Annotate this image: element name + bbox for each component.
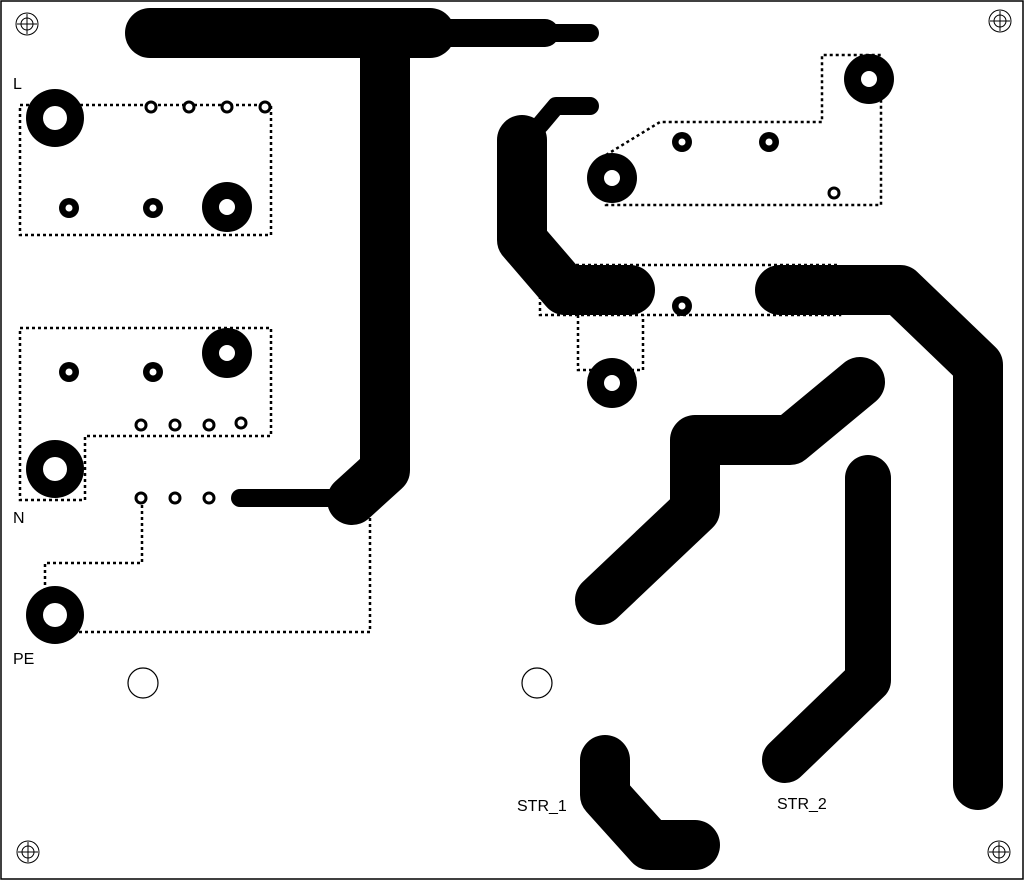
fiducial-top-right — [988, 9, 1012, 33]
drill-n-filter-b — [149, 368, 157, 376]
via-n-3 — [202, 418, 216, 432]
fiducial-bottom-right — [987, 840, 1011, 864]
trace-str1 — [580, 735, 720, 870]
outline-l-filter — [18, 103, 273, 237]
drill-mid-block — [678, 302, 686, 310]
via-pe-3 — [202, 491, 216, 505]
drill-relay-a — [678, 138, 686, 146]
label-str-1: STR_1 — [517, 798, 567, 815]
via-l-3 — [220, 100, 234, 114]
trace-right-bus — [755, 265, 1003, 810]
label-l: L — [13, 76, 22, 93]
trace-stair — [575, 357, 885, 625]
fiducial-top-left — [15, 12, 39, 36]
mounting-hole-right — [521, 667, 553, 699]
outline-pe-path — [43, 497, 372, 634]
label-n: N — [13, 510, 25, 527]
via-l-4 — [258, 100, 272, 114]
trace-center-l — [497, 115, 655, 315]
drill-n-filter-large — [219, 345, 235, 361]
drill-l-filter-a — [65, 204, 73, 212]
via-n-2 — [168, 418, 182, 432]
drill-n-filter-a — [65, 368, 73, 376]
trace-top-right-hook — [531, 97, 599, 134]
drill-pe-terminal — [43, 603, 67, 627]
drill-l-filter-b — [149, 204, 157, 212]
drill-l-filter-large — [219, 199, 235, 215]
drill-small-box — [604, 375, 620, 391]
drill-relay-b — [765, 138, 773, 146]
trace-str2 — [762, 455, 891, 783]
drill-relay-left — [604, 170, 620, 186]
via-n-4 — [234, 416, 248, 430]
trace-vertical-bus — [327, 15, 410, 525]
label-str-2: STR_2 — [777, 796, 827, 813]
fiducial-bottom-left — [16, 840, 40, 864]
via-pe-2 — [168, 491, 182, 505]
via-n-1 — [134, 418, 148, 432]
label-pe: PE — [13, 651, 35, 668]
mounting-hole-left — [127, 667, 159, 699]
outline-n-filter — [18, 326, 273, 502]
drill-relay-top — [861, 71, 877, 87]
drill-l-terminal — [43, 106, 67, 130]
via-pe-1 — [134, 491, 148, 505]
via-relay — [827, 186, 841, 200]
drill-n-terminal — [43, 457, 67, 481]
via-l-1 — [144, 100, 158, 114]
outline-relay — [604, 53, 883, 207]
via-l-2 — [182, 100, 196, 114]
